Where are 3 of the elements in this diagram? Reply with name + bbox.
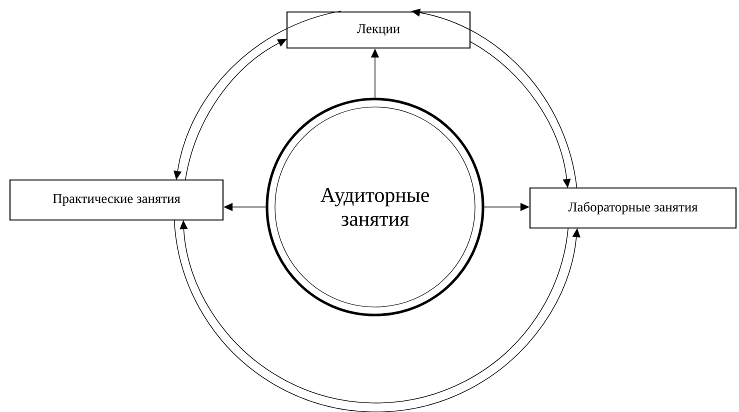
text-box: Лабораторные занятия [529,187,737,229]
text-box: Лекции [286,11,471,49]
text-box: Практические занятия [9,179,224,221]
